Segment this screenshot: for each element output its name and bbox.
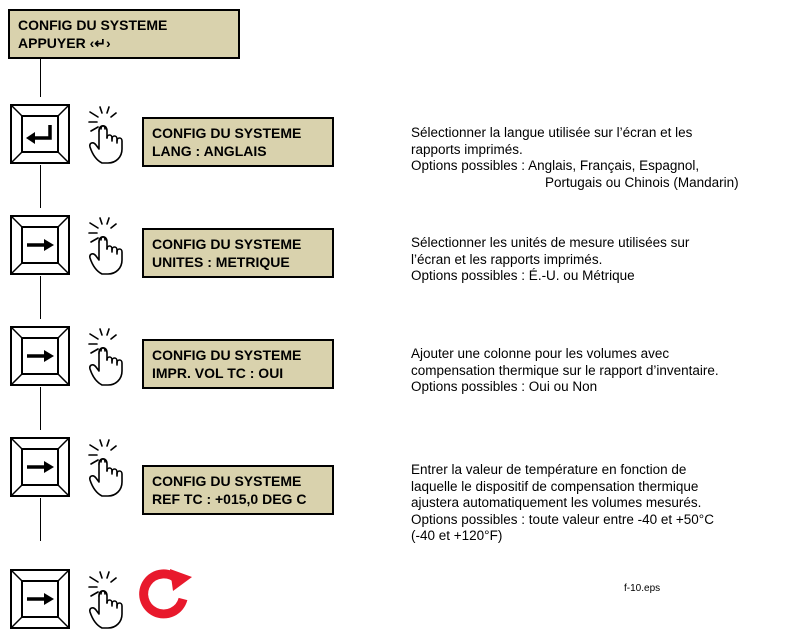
loop-arrow-icon [139, 569, 192, 619]
lcd-line-2: LANG : ANGLAIS [152, 143, 267, 159]
pointing-hand-icon [84, 105, 134, 165]
connector-line [40, 59, 41, 97]
lcd-line-1: CONFIG DU SYSTEME [152, 473, 302, 489]
right-arrow-key[interactable] [10, 326, 70, 386]
description-line: Options possibles : É.-U. ou Métrique [411, 268, 635, 283]
header-line-2: APPUYER ‹↵› [18, 35, 111, 51]
connector-line [40, 165, 41, 208]
description-4: Entrer la valeur de température en fonct… [411, 462, 714, 545]
pointing-hand-icon [84, 570, 134, 630]
pointing-hand-icon [84, 438, 134, 498]
description-line: ajustera automatiquement les volumes mes… [411, 495, 702, 510]
header-display: CONFIG DU SYSTEME APPUYER ‹↵› [8, 9, 240, 59]
figure-filename: f-10.eps [624, 583, 661, 594]
description-2: Sélectionner les unités de mesure utilis… [411, 235, 689, 285]
lcd-line-2: IMPR. VOL TC : OUI [152, 365, 284, 381]
right-arrow-key[interactable] [10, 215, 70, 275]
description-line: Options possibles : Oui ou Non [411, 379, 598, 394]
description-line: Options possibles : toute valeur entre -… [411, 511, 714, 527]
enter-key[interactable] [10, 104, 70, 164]
description-line: l’écran et les rapports imprimés. [411, 251, 603, 267]
pointing-hand-icon [84, 327, 134, 387]
connector-line [40, 498, 41, 541]
description-line: Ajouter une colonne pour les volumes ave… [411, 346, 670, 361]
description-line: Portugais ou Chinois (Mandarin) [545, 174, 739, 190]
lcd-display-3: CONFIG DU SYSTEME IMPR. VOL TC : OUI [142, 339, 334, 389]
pointing-hand-icon [84, 216, 134, 276]
lcd-line-1: CONFIG DU SYSTEME [152, 125, 302, 141]
lcd-line-2: REF TC : +015,0 DEG C [152, 491, 307, 507]
description-line: Entrer la valeur de température en fonct… [411, 462, 687, 477]
header-line-1: CONFIG DU SYSTEME [18, 17, 168, 33]
lcd-line-1: CONFIG DU SYSTEME [152, 236, 302, 252]
lcd-display-2: CONFIG DU SYSTEME UNITES : METRIQUE [142, 228, 334, 278]
description-3: Ajouter une colonne pour les volumes ave… [411, 346, 719, 396]
description-line: compensation thermique sur le rapport d’… [411, 362, 719, 378]
connector-line [40, 276, 41, 319]
lcd-display-4: CONFIG DU SYSTEME REF TC : +015,0 DEG C [142, 465, 334, 515]
connector-line [40, 387, 41, 430]
description-line: (-40 et +120°F) [411, 528, 503, 543]
right-arrow-key[interactable] [10, 437, 70, 497]
description-line: rapports imprimés. [411, 141, 523, 157]
description-line: Sélectionner la langue utilisée sur l’éc… [411, 125, 693, 140]
lcd-line-1: CONFIG DU SYSTEME [152, 347, 302, 363]
description-line: Sélectionner les unités de mesure utilis… [411, 235, 690, 250]
lcd-display-1: CONFIG DU SYSTEME LANG : ANGLAIS [142, 117, 334, 167]
description-1: Sélectionner la langue utilisée sur l’éc… [411, 125, 739, 191]
lcd-line-2: UNITES : METRIQUE [152, 254, 290, 270]
description-line: Options possibles : Anglais, Français, E… [411, 158, 700, 173]
description-line: laquelle le dispositif de compensation t… [411, 478, 699, 494]
right-arrow-key[interactable] [10, 569, 70, 629]
